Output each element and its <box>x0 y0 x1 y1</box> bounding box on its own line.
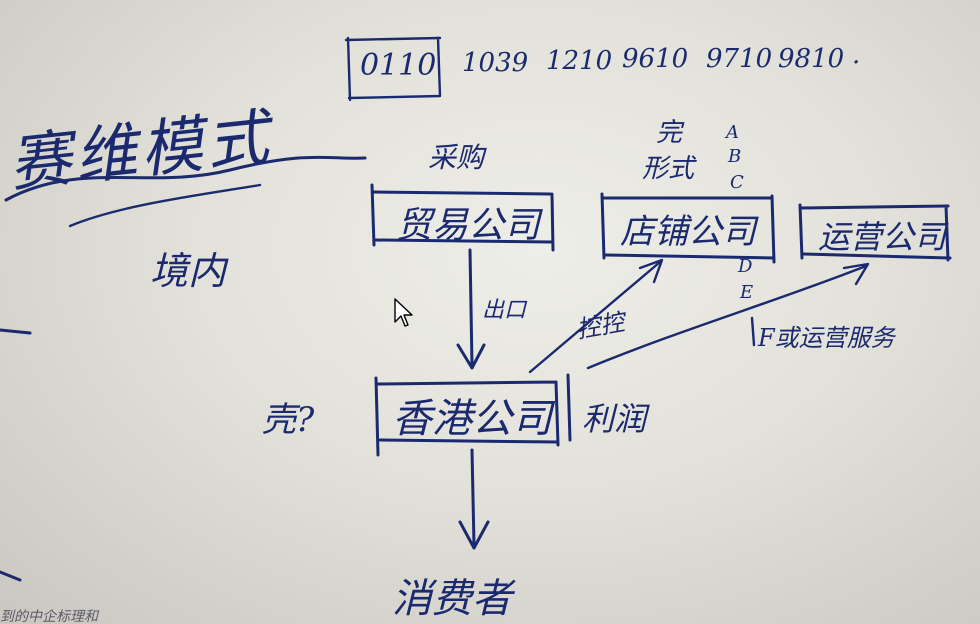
code-9610: 9610 <box>622 44 689 74</box>
store-caption-2: 形式 <box>642 154 695 184</box>
store-company-label: 店铺公司 <box>620 212 756 252</box>
bottom-caption: 到的中企标理和 <box>0 609 98 624</box>
code-box <box>344 36 442 102</box>
operations-company-box <box>798 203 952 262</box>
service-label: F或运营服务 <box>758 324 895 352</box>
service-bracket <box>750 316 756 347</box>
mouse-pointer-icon <box>394 298 413 327</box>
code-1210: 1210 <box>546 46 613 76</box>
codes-dot: . <box>852 40 861 70</box>
margin-marks <box>0 328 32 582</box>
letter-d: D <box>738 256 753 277</box>
letter-a: A <box>726 122 739 143</box>
hk-question: 壳? <box>262 400 315 440</box>
letter-e: E <box>740 282 754 303</box>
export-arrow <box>456 248 486 370</box>
code-1039: 1039 <box>462 48 529 78</box>
profit-label: 利润 <box>582 400 647 438</box>
store-company-box <box>600 192 776 264</box>
consumer-arrow <box>458 448 490 550</box>
title-domestic: 境内 <box>150 249 227 293</box>
service-arrow <box>586 262 870 370</box>
hk-company-box <box>374 373 572 457</box>
code-0110: 0110 <box>360 48 437 83</box>
trade-company-label: 贸易公司 <box>396 205 541 246</box>
code-9810: 9810 <box>778 44 845 74</box>
control-arrow <box>528 258 664 374</box>
export-label: 出口 <box>482 298 527 323</box>
hk-company-label: 香港公司 <box>392 396 552 442</box>
letter-c: C <box>730 172 744 193</box>
letter-b: B <box>728 146 742 167</box>
trade-company-box <box>370 183 555 252</box>
title-underline-2 <box>68 183 262 228</box>
title-underline-1 <box>4 155 367 202</box>
consumer-label: 消费者 <box>392 576 512 622</box>
trade-caption: 采购 <box>428 141 485 174</box>
code-9710: 9710 <box>706 44 773 74</box>
operations-company-label: 运营公司 <box>818 218 947 256</box>
store-caption-1: 完 <box>656 118 683 148</box>
